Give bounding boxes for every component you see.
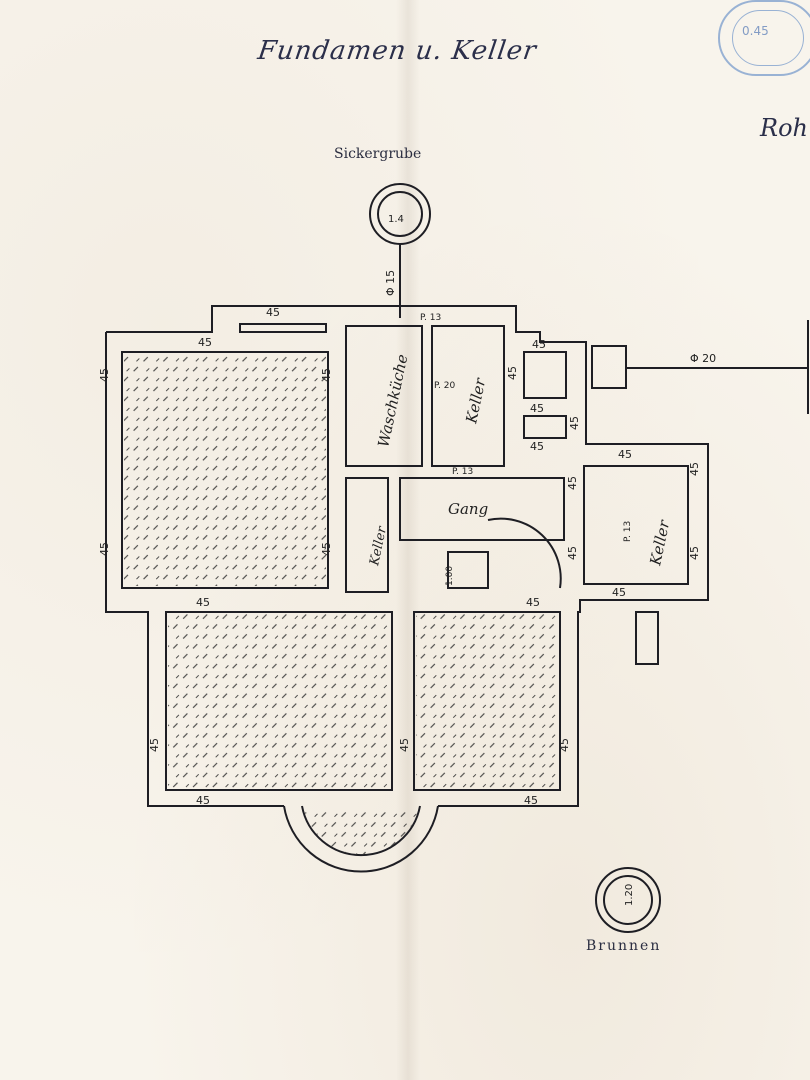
dim-top-window: 45 xyxy=(266,306,280,319)
ink-stamp: 0.45 xyxy=(718,0,810,76)
foundation-block-se xyxy=(413,611,561,791)
beam-label-keller: P. 20 xyxy=(434,381,455,391)
shaft-lower xyxy=(523,415,567,439)
gang-corridor xyxy=(399,477,565,541)
outer-wall-top xyxy=(106,305,709,601)
dim-keller-right: 45 xyxy=(506,366,519,380)
dim-shaft-mid: 45 xyxy=(530,402,544,415)
dim-nw-left: 45 xyxy=(98,368,111,382)
stair-block xyxy=(447,551,489,589)
dim-se-right: 45 xyxy=(558,738,571,752)
beam-label-top: P. 13 xyxy=(420,313,441,323)
stamp-inner-ring xyxy=(732,10,804,66)
well-label: Brunnen xyxy=(586,938,662,954)
dim-gang-right: 45 xyxy=(566,476,579,490)
corner-title: Roh xyxy=(760,114,808,142)
pipe-right-label: Φ 20 xyxy=(690,352,716,365)
window-well xyxy=(239,323,327,333)
pit-inner-circle xyxy=(377,191,423,237)
beam-label-kr: P. 13 xyxy=(623,521,633,542)
room-waschkueche: Waschküche xyxy=(374,353,411,449)
hatch-sw xyxy=(168,614,390,788)
hatch-se xyxy=(416,614,558,788)
room-keller-right: Keller xyxy=(646,518,673,568)
dim-se-top: 45 xyxy=(526,596,540,609)
dim-nw-bottom: 45 xyxy=(196,596,210,609)
keller-right-room xyxy=(583,465,689,585)
dim-shaft-top: 45 xyxy=(532,338,546,351)
dim-nw-right-low: 45 xyxy=(320,542,333,556)
dim-kr-right: 45 xyxy=(688,462,701,476)
keller-top-room xyxy=(431,325,505,467)
dim-sw-left: 45 xyxy=(148,738,161,752)
dim-right-step: 45 xyxy=(568,416,581,430)
pit-diameter: 1.4 xyxy=(388,214,404,225)
dim-center: 45 xyxy=(398,738,411,752)
well-inner-circle xyxy=(603,875,653,925)
chimney-box xyxy=(591,345,627,389)
outer-bay-arc xyxy=(283,805,439,873)
hatch-nw xyxy=(124,354,326,586)
keller-left-room xyxy=(345,477,389,593)
annex-pier xyxy=(635,611,659,665)
foundation-block-sw xyxy=(165,611,393,791)
pit-label: Sickergrube xyxy=(334,146,422,162)
hatch-bay xyxy=(304,808,418,856)
outer-wall-left xyxy=(105,332,284,807)
well-diameter: 1.20 xyxy=(624,884,635,906)
dim-gang-right-low: 45 xyxy=(566,546,579,560)
stamp-text: 0.45 xyxy=(742,24,769,38)
dim-sw-bottom: 45 xyxy=(196,794,210,807)
shaft-upper xyxy=(523,351,567,399)
pipe-top-label: Φ 15 xyxy=(384,270,397,296)
foundation-block-nw xyxy=(121,351,329,589)
outer-wall-right xyxy=(438,599,690,807)
dim-kr-right-low: 45 xyxy=(688,546,701,560)
waschkueche-room xyxy=(345,325,423,467)
room-keller-top: Keller xyxy=(462,376,489,426)
room-gang: Gang xyxy=(448,500,488,518)
dim-nw-top: 45 xyxy=(198,336,212,349)
dim-se-bottom: 45 xyxy=(524,794,538,807)
stair-label: 1.00 xyxy=(445,566,455,586)
stair-arc xyxy=(487,517,562,589)
beam-label-gang: P. 13 xyxy=(452,467,473,477)
room-keller-left: Keller xyxy=(367,525,390,568)
dim-shaft-low: 45 xyxy=(530,440,544,453)
dim-kr-top: 45 xyxy=(618,448,632,461)
dim-nw-left-low: 45 xyxy=(98,542,111,556)
well-outer-circle xyxy=(595,867,661,933)
dim-nw-right: 45 xyxy=(320,368,333,382)
dim-kr-bottom: 45 xyxy=(612,586,626,599)
